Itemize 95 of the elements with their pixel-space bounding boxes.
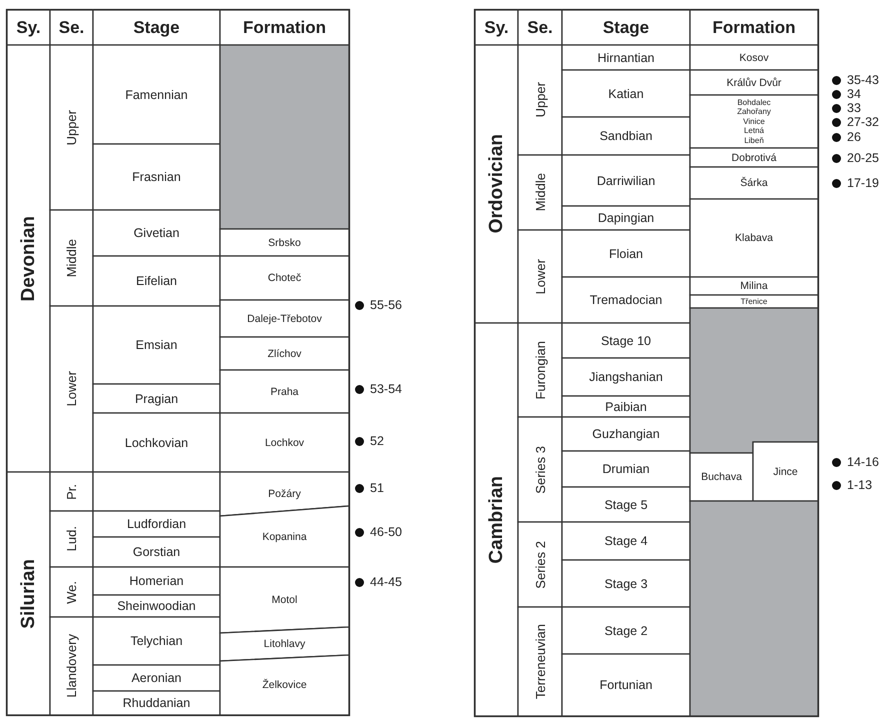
stage-cell: Pragian [93, 384, 220, 413]
series-cell: Lower [518, 230, 562, 323]
locality-number: 27-32 [847, 115, 879, 129]
stage-cell: Stage 4 [562, 522, 690, 560]
formation-cell: Lochkov [220, 413, 349, 472]
series-cell: Middle [518, 155, 562, 230]
column-header: Sy. [475, 10, 518, 45]
locality-number: 14-16 [847, 455, 879, 469]
series-cell: Lower [50, 306, 93, 472]
locality-number: 53-54 [370, 382, 402, 396]
stage-cell: Givetian [93, 210, 220, 256]
locality-number: 33 [847, 101, 861, 115]
column-header: Stage [93, 10, 220, 45]
stage-cell: Hirnantian [562, 45, 690, 70]
system-cell: Silurian [7, 472, 50, 715]
formation-cell: Šárka [690, 167, 818, 199]
formation-cell: Choteč [220, 256, 349, 300]
formation-cell: Želkovice [220, 655, 349, 715]
stage-cell: Rhuddanian [93, 691, 220, 715]
stage-cell: Gorstian [93, 537, 220, 567]
series-cell: Terreneuvian [518, 607, 562, 716]
stage-cell: Famennian [93, 45, 220, 144]
stage-cell: Emsian [93, 306, 220, 384]
series-cell: Upper [518, 45, 562, 155]
stage-cell: Eifelian [93, 256, 220, 306]
stage-cell: Stage 5 [562, 487, 690, 522]
series-cell: Furongian [518, 323, 562, 417]
stage-cell: Sandbian [562, 117, 690, 155]
stage-cell: Aeronian [93, 665, 220, 691]
stage-cell: Ludfordian [93, 511, 220, 537]
locality-number: 46-50 [370, 525, 402, 539]
column-header: Sy. [7, 10, 50, 45]
stage-cell: Tremadocian [562, 277, 690, 323]
series-cell: Upper [50, 45, 93, 210]
column-header: Formation [690, 10, 818, 45]
system-cell: Devonian [7, 45, 50, 472]
column-header: Se. [50, 10, 93, 45]
column-header: Formation [220, 10, 349, 45]
formation-cell: Dobrotivá [690, 148, 818, 167]
formation-cell: Klabava [690, 199, 818, 277]
formation-cell: Milina [690, 277, 818, 295]
series-cell: Lud. [50, 511, 93, 567]
locality-number: 26 [847, 130, 861, 144]
locality-number: 55-56 [370, 298, 402, 312]
locality-number: 44-45 [370, 575, 402, 589]
formation-cell: Motol [220, 567, 349, 633]
no-record-area [690, 308, 818, 453]
formation-cell: Srbsko [220, 229, 349, 256]
stage-cell: Stage 3 [562, 560, 690, 607]
stage-cell: Dapingian [562, 206, 690, 230]
stage-cell: Stage 2 [562, 607, 690, 654]
system-cell: Ordovician [475, 45, 518, 323]
stage-cell: Guzhangian [562, 417, 690, 451]
series-cell: Middle [50, 210, 93, 306]
locality-number: 52 [370, 434, 384, 448]
stage-cell: Fortunian [562, 654, 690, 716]
formation-cell: Jince [753, 442, 818, 501]
stage-cell: Darriwilian [562, 155, 690, 206]
formation-cell: Daleje-Třebotov [220, 300, 349, 337]
stage-cell: Jiangshanian [562, 358, 690, 396]
formation-cell: Bohdalec Zahořany Vinice Letná Libeň [690, 95, 818, 148]
stage-cell: Telychian [93, 617, 220, 665]
locality-number: 20-25 [847, 151, 879, 165]
formation-cell: Kosov [690, 45, 818, 70]
formation-cell: Zlíchov [220, 337, 349, 370]
system-cell: Cambrian [475, 323, 518, 716]
formation-cell: Litohlavy [220, 627, 349, 661]
stage-cell: Lochkovian [93, 413, 220, 472]
locality-number: 1-13 [847, 478, 872, 492]
series-cell: Pr. [50, 472, 93, 511]
formation-cell: Třenice [690, 295, 818, 308]
locality-number: 51 [370, 481, 384, 495]
series-cell: Series 3 [518, 417, 562, 522]
stage-cell: Floian [562, 230, 690, 277]
stage-cell: Frasnian [93, 144, 220, 210]
stage-cell: Sheinwoodian [93, 595, 220, 617]
stage-cell: Homerian [93, 567, 220, 595]
formation-cell: Králův Dvůr [690, 70, 818, 95]
stage-cell: Drumian [562, 451, 690, 487]
series-cell: Series 2 [518, 522, 562, 607]
formation-cell: Kopanina [220, 506, 349, 567]
formation-cell: Praha [220, 370, 349, 413]
column-header: Se. [518, 10, 562, 45]
no-record-area [220, 45, 349, 229]
formation-cell: Buchava [690, 453, 753, 501]
series-cell: Llandovery [50, 617, 93, 715]
stage-cell: Paibian [562, 396, 690, 417]
no-record-area [690, 501, 818, 716]
locality-number: 34 [847, 87, 861, 101]
locality-number: 17-19 [847, 176, 879, 190]
stage-cell: Katian [562, 70, 690, 117]
column-header: Stage [562, 10, 690, 45]
series-cell: We. [50, 567, 93, 617]
stage-cell: Stage 10 [562, 323, 690, 358]
locality-number: 35-43 [847, 73, 879, 87]
